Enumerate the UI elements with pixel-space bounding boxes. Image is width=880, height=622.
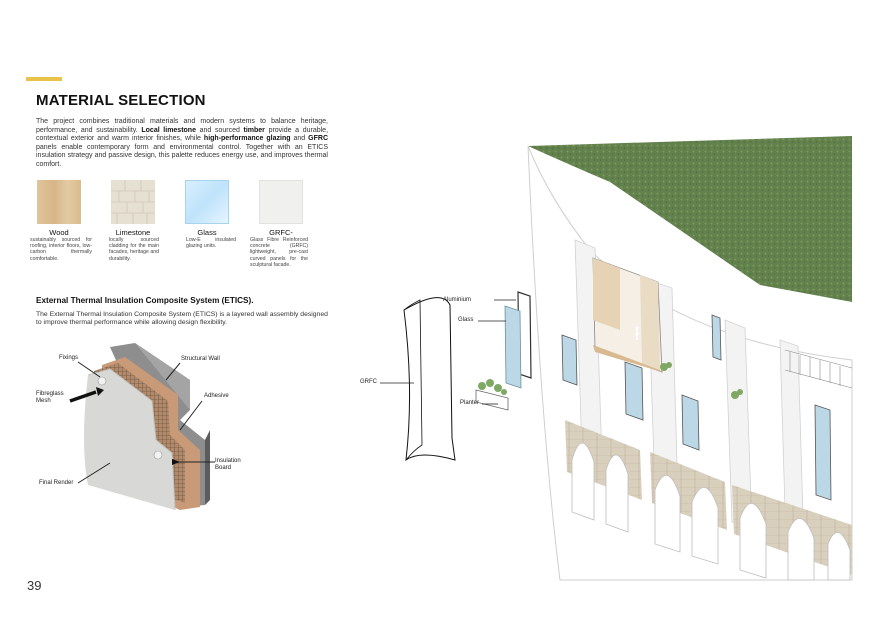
callout-planter: Planter (460, 400, 480, 406)
callout-adhesive: Adhesive (204, 393, 229, 399)
material-label-wood: Wood (49, 228, 69, 237)
callout-insulation-board: Insulation Board (215, 458, 241, 471)
callout-structural-wall: Structural Wall (181, 356, 220, 362)
etics-description: The External Thermal Insulation Composit… (36, 311, 328, 327)
glass-swatch (185, 180, 229, 224)
wood-swatch (37, 180, 81, 224)
callout-glass: Glass (458, 317, 474, 323)
etics-title: External Thermal Insulation Composite Sy… (36, 296, 254, 305)
page-title: MATERIAL SELECTION (36, 92, 206, 109)
material-desc-limestone: locally sourced cladding for the main fa… (109, 237, 159, 262)
callout-aluminium: Aluminium (443, 297, 472, 303)
intro-paragraph: The project combines traditional materia… (36, 118, 329, 168)
callout-fixings: Fixings (59, 355, 79, 361)
material-label-limestone: Limestone (115, 228, 151, 237)
material-desc-wood: sustainably sourced for roofing, interio… (30, 237, 92, 262)
building-axonometric (380, 136, 853, 581)
page-number: 39 (27, 578, 42, 593)
gfrc-swatch (259, 180, 303, 224)
callout-final-render: Final Render (39, 480, 74, 486)
material-label-glass: Glass (197, 228, 217, 237)
callout-grfc: GRFC (360, 379, 377, 385)
limestone-swatch (111, 180, 155, 224)
material-label-gfrc: GRFC- (269, 228, 293, 237)
accent-bar (26, 77, 62, 81)
callout-fibreglass-mesh: Fibreglass Mesh (36, 391, 64, 404)
material-desc-gfrc: Glass Fibre Reinforced concrete (GRFC) l… (250, 237, 308, 268)
etics-diagram (69, 343, 215, 511)
material-desc-glass: Low-E insulated glazing units. (186, 237, 236, 250)
